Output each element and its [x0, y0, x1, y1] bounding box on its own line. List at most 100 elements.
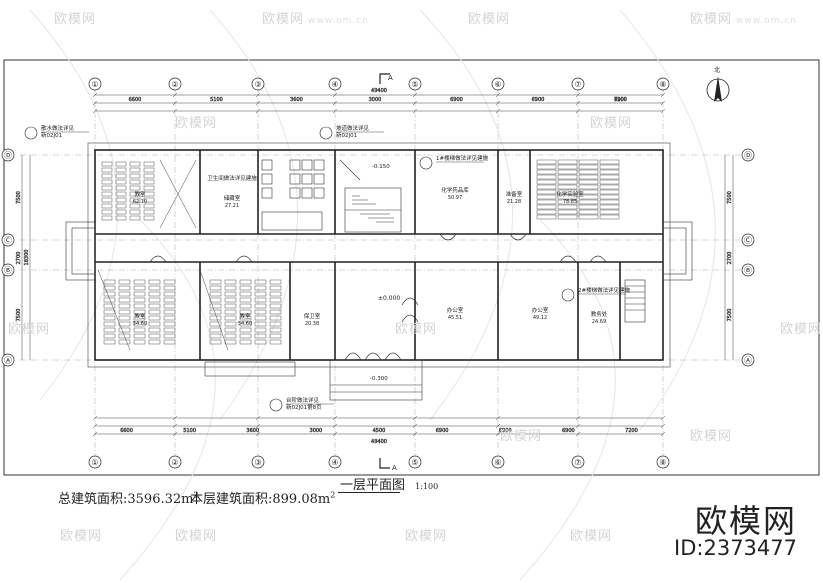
column-axis-label: ④ [331, 458, 338, 467]
hall-level: ±0.000 [378, 295, 400, 302]
room-name: 化学实验室 [556, 190, 584, 198]
desk [129, 161, 141, 167]
desk [254, 279, 267, 285]
desk [163, 285, 176, 291]
desk [163, 339, 176, 345]
watermark-faint: 欧模网 [405, 529, 448, 544]
desk [103, 297, 116, 303]
desk [239, 291, 252, 297]
column-axis-label: ⑧ [659, 458, 666, 467]
row-axis-bubble: Ⓑ [1, 263, 15, 277]
desk [578, 164, 599, 170]
desk [269, 309, 282, 315]
row-axis-label: Ⓑ [4, 266, 12, 275]
desk [578, 204, 599, 210]
row-axis-label: Ⓓ [4, 151, 12, 160]
desk [239, 285, 252, 291]
title-underline [338, 492, 400, 493]
column-axis-bubble: ⑦ [571, 77, 585, 91]
desk [209, 297, 222, 303]
desk [129, 185, 141, 191]
room-name: 保卫室 [304, 312, 321, 320]
desk [536, 169, 557, 175]
desk [578, 179, 599, 185]
stair-1 [339, 159, 402, 233]
desk [133, 297, 146, 303]
desk [578, 159, 599, 165]
callout-reference: 新02J01 [336, 131, 357, 139]
desk [148, 333, 161, 339]
watermark-faint: 欧模网 [175, 116, 218, 131]
desk [224, 291, 237, 297]
desk [557, 159, 578, 165]
desk [103, 321, 116, 327]
desk [129, 179, 141, 185]
desk [536, 159, 557, 165]
row-axis-label: Ⓒ [4, 236, 12, 245]
desk [599, 159, 620, 165]
model-id: ID:2373477 [674, 536, 797, 560]
callout-reference: 新02J01第8页 [286, 403, 322, 411]
row-axis-bubble: Ⓓ [741, 148, 755, 162]
desk [239, 309, 252, 315]
top-span-dimension: 6900 [450, 97, 463, 103]
column-axis-label: ⑦ [574, 458, 581, 467]
side-porches [65, 221, 693, 281]
desk [148, 297, 161, 303]
room-area: 54.60 [133, 321, 147, 327]
column-axis-label: ③ [254, 458, 261, 467]
desk [599, 174, 620, 180]
desk [209, 279, 222, 285]
desk [118, 285, 131, 291]
top-span-dimension: 6900 [532, 97, 545, 103]
row-axis-label: Ⓑ [744, 266, 752, 275]
entrance-doors [149, 233, 607, 361]
section-mark-top: A [388, 74, 393, 82]
bottom-span-dimension: 3000 [310, 428, 323, 434]
desk [224, 333, 237, 339]
stair-level: -0.150 [372, 164, 390, 170]
floor-area-text: 本层建筑面积:899.08m [190, 492, 331, 507]
desk [536, 179, 557, 185]
entry-steps [204, 359, 423, 401]
desk [115, 161, 127, 167]
desk [599, 199, 620, 205]
desk [129, 203, 141, 209]
column-axis-label: ⑥ [494, 458, 501, 467]
desk [269, 321, 282, 327]
desk [143, 179, 155, 185]
desk [103, 285, 116, 291]
desk [148, 315, 161, 321]
bottom-span-dimension: 6900 [562, 428, 575, 434]
desk [239, 339, 252, 345]
desk [224, 315, 237, 321]
desk [133, 309, 146, 315]
room-area: 78.85 [563, 199, 577, 205]
desk [239, 279, 252, 285]
watermark-faint: 欧模网 [54, 12, 97, 27]
desk [103, 315, 116, 321]
desk [269, 303, 282, 309]
room-area: 24.69 [592, 319, 606, 325]
watermark-faint: 欧模网 [8, 322, 51, 337]
desk [578, 194, 599, 200]
column-axis-bubble: ③ [251, 455, 265, 469]
desk [103, 327, 116, 333]
desk [224, 303, 237, 309]
column-axis-label: ⑧ [659, 80, 666, 89]
desk [557, 164, 578, 170]
desk [254, 303, 267, 309]
desk [143, 197, 155, 203]
desk [163, 333, 176, 339]
desk [118, 327, 131, 333]
north-arrow [706, 76, 730, 102]
desk [148, 303, 161, 309]
left-span-dimension: 2700 [16, 252, 22, 265]
